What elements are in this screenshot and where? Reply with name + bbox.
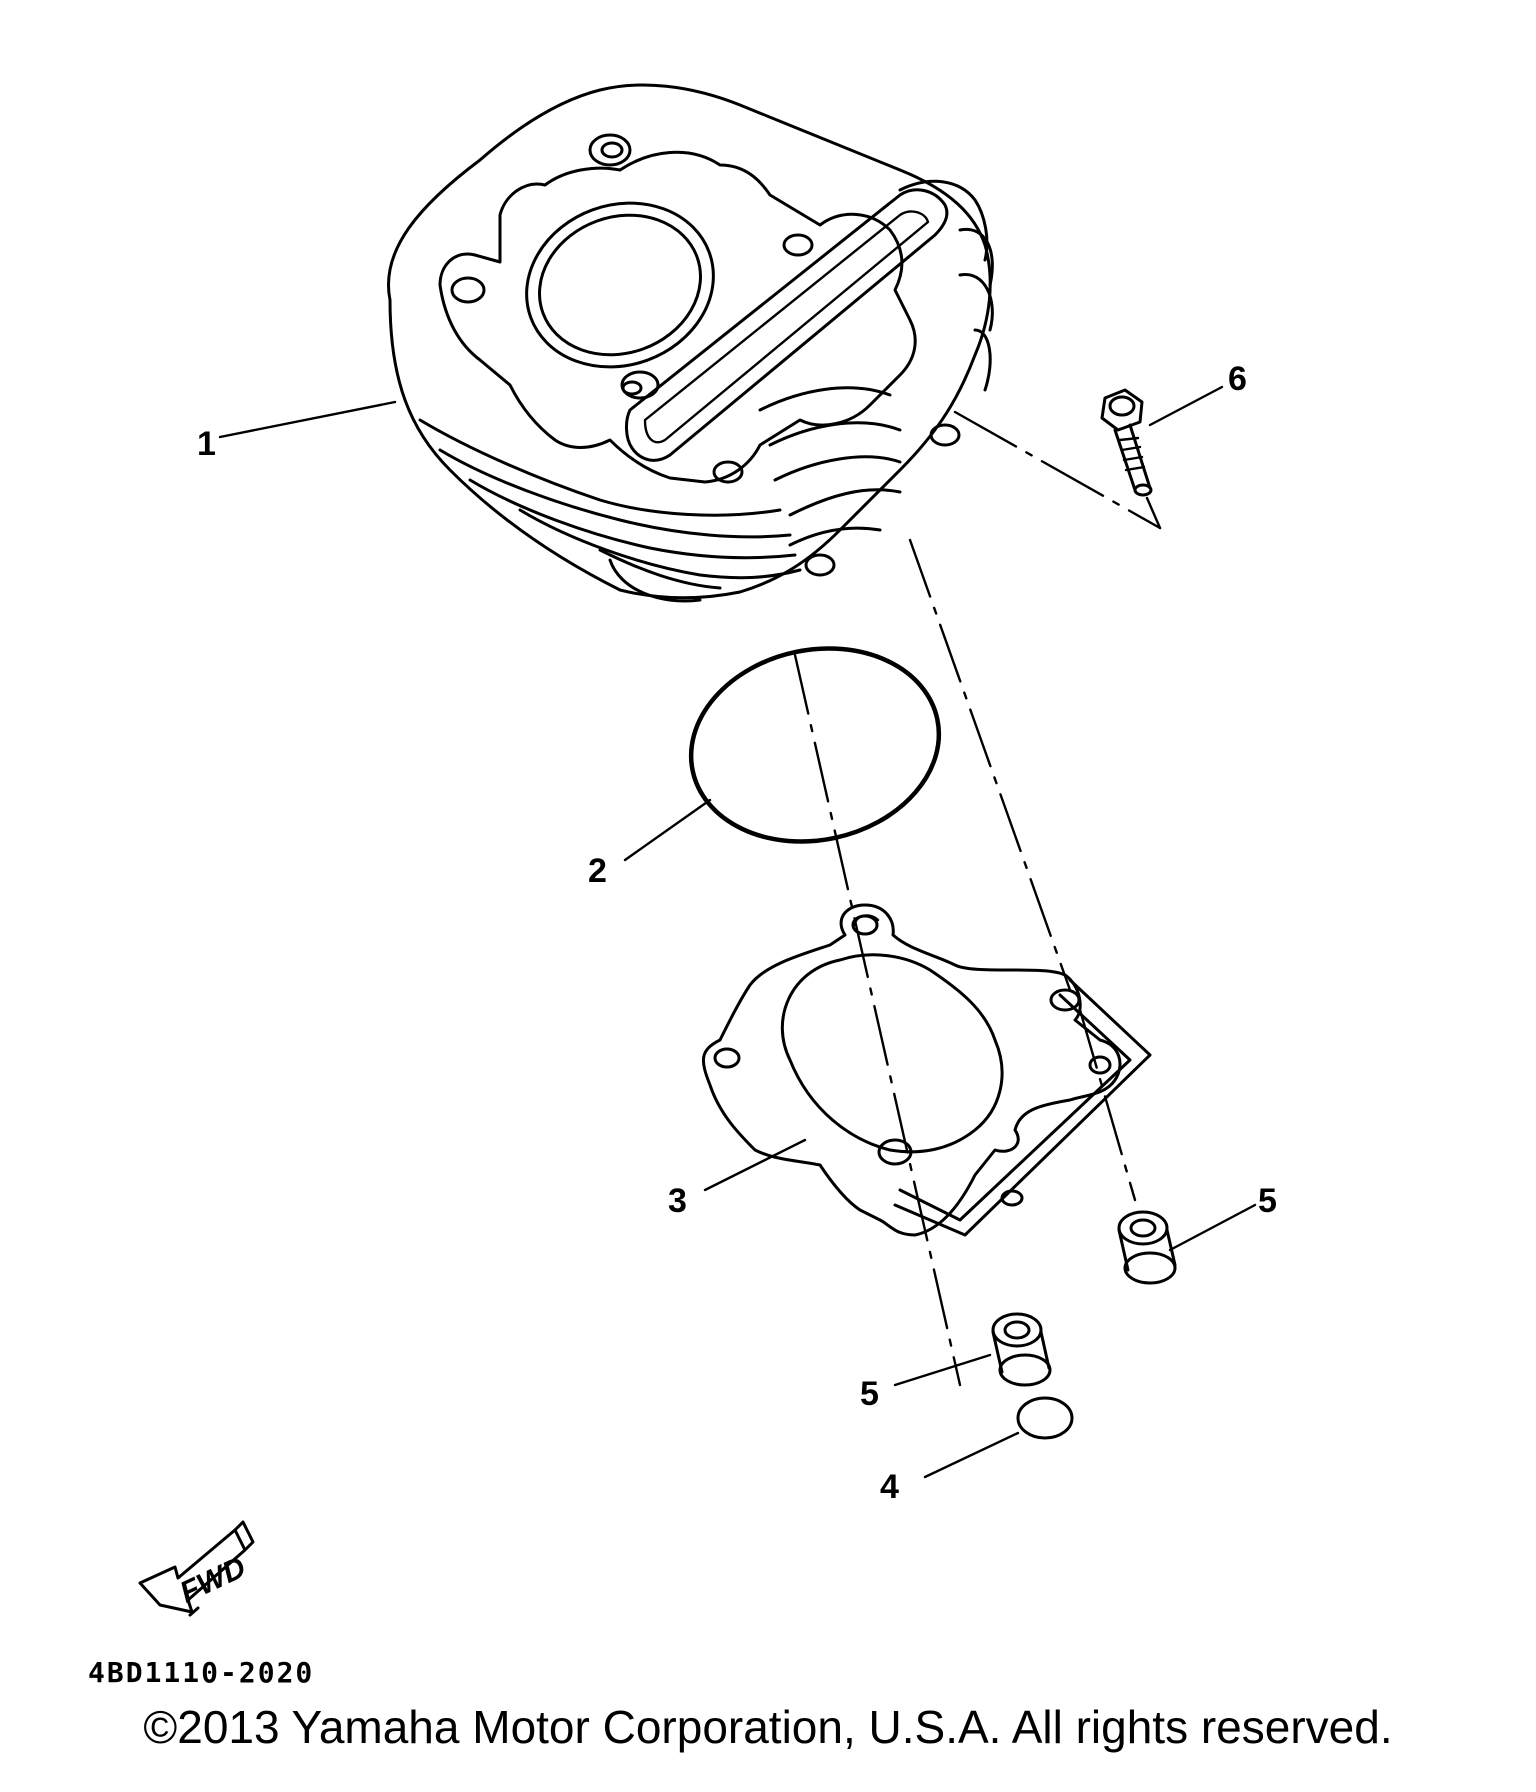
plug-part-4[interactable]: [1016, 1396, 1074, 1440]
copyright-notice: ©2013 Yamaha Motor Corporation, U.S.A. A…: [143, 1701, 1393, 1753]
diagram-code: 4BD1110-2020: [88, 1656, 314, 1689]
gasket-part-3[interactable]: [701, 903, 1152, 1237]
callout-2: 2: [588, 852, 607, 890]
callout-4: 4: [880, 1468, 899, 1506]
dowel-pin-part-5-lower[interactable]: [991, 1312, 1052, 1387]
assembly-lines: [793, 410, 1162, 1387]
dowel-pin-part-5-upper[interactable]: [1117, 1210, 1177, 1285]
cylinder-part-1[interactable]: [387, 83, 994, 603]
fwd-arrow-icon: FWD: [138, 1520, 255, 1617]
o-ring-part-2[interactable]: [673, 626, 957, 864]
bolt-part-6[interactable]: [1100, 388, 1153, 497]
callout-3: 3: [668, 1182, 687, 1220]
fwd-label: FWD: [175, 1551, 251, 1610]
callout-1: 1: [197, 425, 216, 463]
leader-lines: [218, 385, 1257, 1479]
callout-5-lower: 5: [860, 1375, 879, 1413]
callout-5-upper: 5: [1258, 1182, 1277, 1220]
callout-6: 6: [1228, 360, 1247, 398]
